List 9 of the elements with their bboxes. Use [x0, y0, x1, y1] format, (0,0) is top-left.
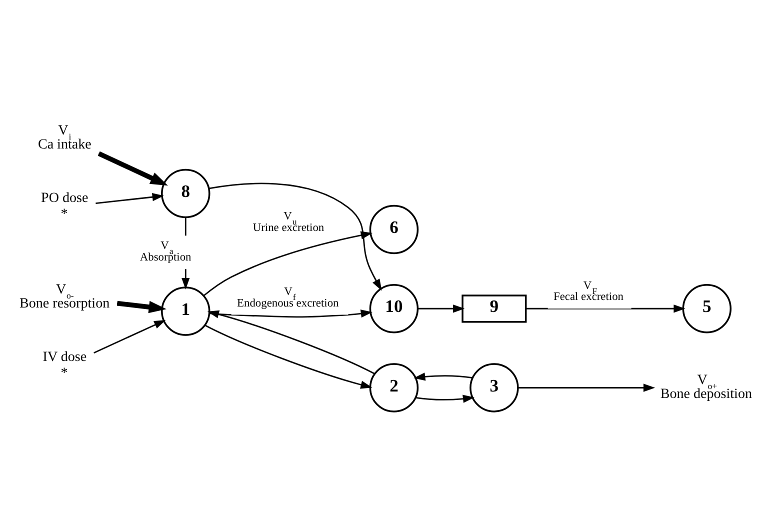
- edge-label: V$_{F}$ Fecal excretion: [554, 279, 624, 303]
- node-text: PO dose *: [41, 190, 88, 222]
- node-text: V$_{o-}$ Bone resorption: [19, 281, 110, 312]
- node-text: V$_{o+}$ Bone deposition: [660, 372, 752, 402]
- node-text: IV dose *: [42, 348, 87, 381]
- node-text: V$_{i}$ Ca intake: [38, 122, 92, 152]
- edge-label: V$_{f}$ Endogenous excretion: [237, 285, 339, 309]
- edge-label: V$_{u}$ Urine excretion: [252, 210, 324, 234]
- edge-label: V$_{a}$ Absorption: [140, 240, 192, 264]
